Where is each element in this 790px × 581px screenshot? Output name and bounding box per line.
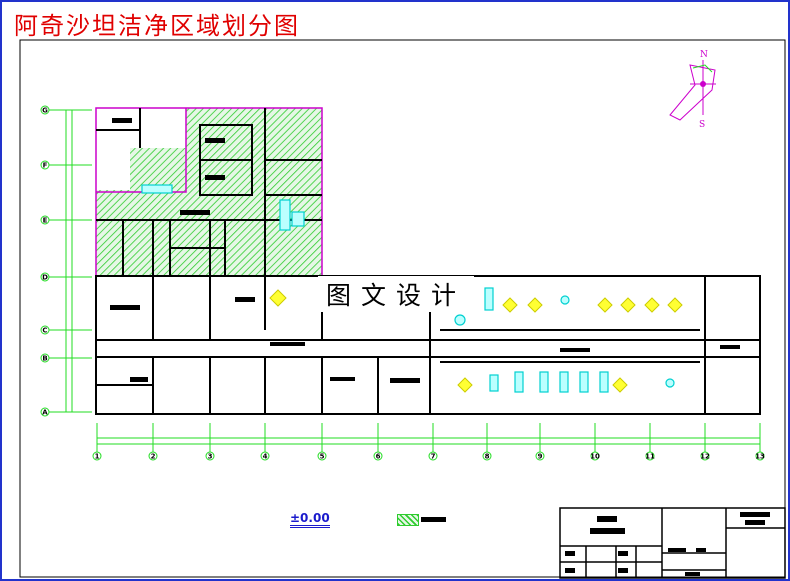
- drawing-title: 阿奇沙坦洁净区域划分图: [14, 12, 300, 40]
- row-axis-bubble: [40, 325, 50, 335]
- column-axis-bubble: [260, 451, 270, 461]
- legend-label: [421, 517, 446, 522]
- column-axis-label: 4: [263, 453, 268, 461]
- column-axis-label: 10: [590, 453, 600, 461]
- row-axis-label: G: [42, 107, 48, 115]
- column-axis-label: 1: [95, 453, 100, 461]
- watermark-text: 图文设计: [318, 276, 475, 312]
- column-axis-label: 5: [320, 453, 325, 461]
- column-axis-bubble: [373, 451, 383, 461]
- column-axis-bubble: [535, 451, 545, 461]
- column-axis-bubble: [317, 451, 327, 461]
- row-axis-bubble: [40, 353, 50, 363]
- column-axis-label: 6: [376, 453, 381, 461]
- process-markers: [269, 289, 683, 393]
- row-axis-label: F: [43, 162, 48, 170]
- equipment: [141, 184, 675, 393]
- row-axis-label: B: [42, 355, 47, 363]
- column-axis-label: 9: [538, 453, 543, 461]
- row-axis-bubble: [40, 407, 50, 417]
- column-axis-bubble: [428, 451, 438, 461]
- column-axis-label: 13: [755, 453, 765, 461]
- row-axis-bubble: [40, 215, 50, 225]
- row-axis-label: D: [42, 274, 48, 282]
- row-axis-bubble: [40, 105, 50, 115]
- legend-hatch-swatch: [397, 514, 419, 526]
- column-axis-bubble: [205, 451, 215, 461]
- elevation-mark: ±0.00: [290, 511, 330, 528]
- column-axis-label: 7: [431, 453, 436, 461]
- column-axis-bubble: [590, 451, 600, 461]
- row-axis-label: A: [42, 409, 48, 417]
- row-axis-bubble: [40, 160, 50, 170]
- column-axis-bubble: [482, 451, 492, 461]
- column-axis-label: 3: [208, 453, 213, 461]
- column-axis-label: 12: [700, 453, 710, 461]
- compass-south-label: S: [699, 120, 705, 130]
- drawing-frame: [19, 39, 786, 578]
- room-labels: [110, 118, 740, 383]
- compass-north-label: N: [700, 50, 708, 60]
- column-axis-label: 2: [151, 453, 156, 461]
- column-axis-bubble: [755, 451, 765, 461]
- row-axis-bubble: [40, 272, 50, 282]
- row-axis-label: C: [42, 327, 47, 335]
- row-axis-label: E: [43, 217, 48, 225]
- column-axis-bubble: [700, 451, 710, 461]
- column-axis-label: 11: [645, 453, 655, 461]
- column-axis-bubble: [148, 451, 158, 461]
- column-axis-bubble: [645, 451, 655, 461]
- column-axis-label: 8: [485, 453, 490, 461]
- column-axis-bubble: [92, 451, 102, 461]
